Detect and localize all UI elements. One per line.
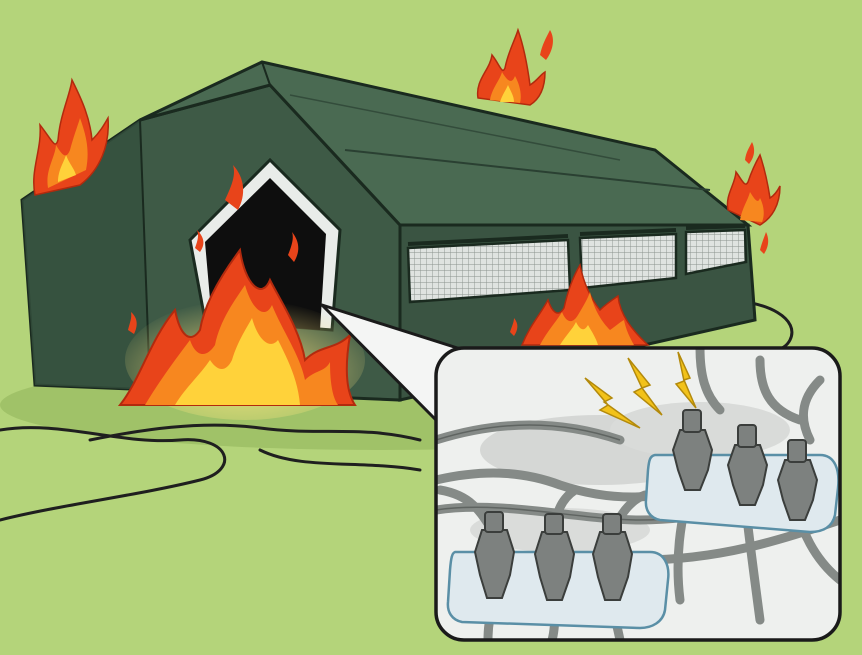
- plug-icon: [473, 511, 516, 599]
- inset-panel: [434, 346, 842, 642]
- flame-icon: [33, 77, 109, 196]
- flame-icon: [128, 312, 137, 334]
- fires: [33, 27, 781, 420]
- plug-icon: [726, 424, 769, 506]
- flame-icon: [288, 232, 299, 262]
- flame-icon: [225, 165, 244, 210]
- flame-icon: [726, 142, 781, 254]
- flame-icon: [117, 247, 357, 406]
- plug-icon: [591, 513, 634, 601]
- tent-window-2: [578, 232, 678, 290]
- flame-icon: [476, 27, 553, 106]
- plug-icon: [776, 439, 819, 521]
- flame-icon: [195, 230, 204, 252]
- tent-window-3: [684, 228, 748, 276]
- tent-window-1: [406, 238, 572, 304]
- plug-icon: [671, 409, 714, 491]
- plug-icon: [533, 513, 576, 601]
- flame-icon: [510, 262, 650, 346]
- lightning-icon: [584, 351, 697, 429]
- tent-windows: [406, 224, 748, 304]
